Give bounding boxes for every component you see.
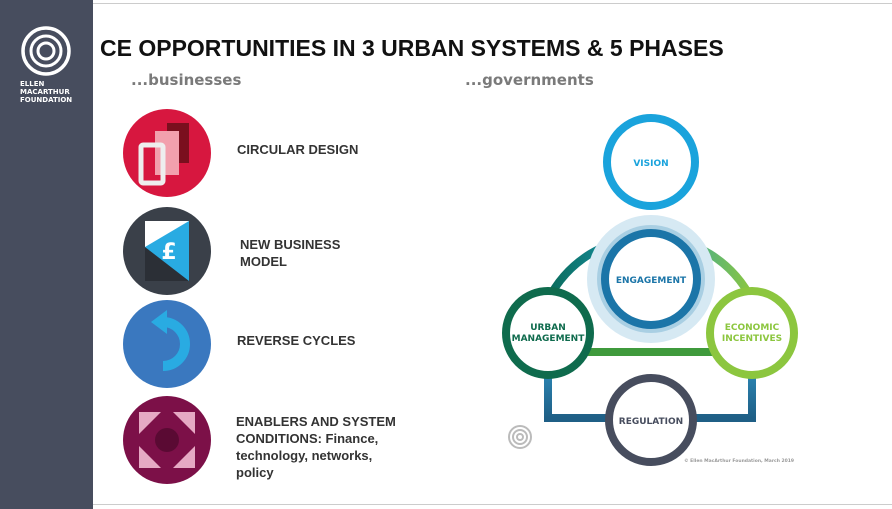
vision-label: VISION [633,159,668,169]
reverse-cycles-icon [123,300,211,388]
item-label: CIRCULAR DESIGN [237,142,359,157]
foundation-logo-icon [21,26,71,76]
economic-label: INCENTIVES [722,334,782,344]
copyright: © Ellen MacArthur Foundation, March 2019 [684,458,794,464]
item-label: REVERSE CYCLES [237,333,356,348]
engagement-label: ENGAGEMENT [616,276,687,286]
item-label: ENABLERS AND SYSTEM CONDITIONS: Finance,… [236,414,396,480]
page-title: CE OPPORTUNITIES IN 3 URBAN SYSTEMS & 5 … [100,35,724,61]
enablers-icon [123,396,211,484]
svg-text:£: £ [161,240,176,265]
item-label: NEW BUSINESS MODEL [240,237,341,269]
subtitle-businesses: ...businesses [131,71,242,89]
logo-line: FOUNDATION [20,96,73,104]
circular-design-icon [123,109,211,197]
small-logo-icon [508,425,532,449]
business-model-icon: £ [123,207,211,295]
economic-label: ECONOMIC [725,323,780,333]
sidebar: ELLEN MACARTHUR FOUNDATION [0,0,93,509]
divider [93,3,892,4]
logo-line: ELLEN [20,80,45,88]
regulation-label: REGULATION [619,417,683,427]
urban-label: URBAN [530,323,566,333]
subtitle-governments: ...governments [465,71,594,89]
urban-label: MANAGEMENT [512,334,586,344]
logo-line: MACARTHUR [20,88,70,96]
divider [93,504,892,505]
logo-text: ELLEN MACARTHUR FOUNDATION [20,80,90,104]
